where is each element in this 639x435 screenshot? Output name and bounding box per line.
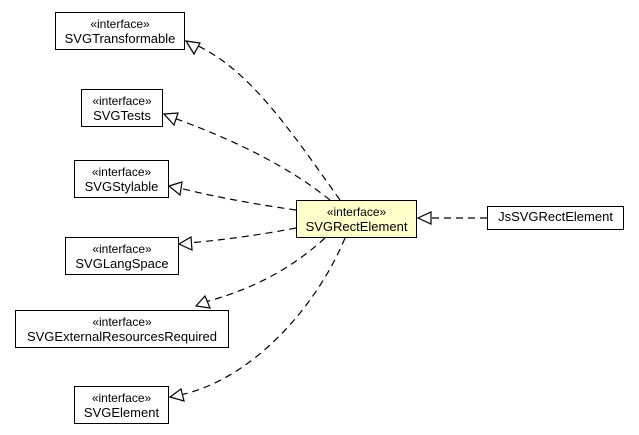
edge-rect-to-transformable <box>195 44 341 201</box>
edge-rect-to-element <box>179 237 346 396</box>
class-name: SVGLangSpace <box>75 256 169 271</box>
arrowhead-external <box>194 294 211 309</box>
stereotype-label: «interface» <box>326 205 387 219</box>
edge-rect-to-tests <box>173 117 331 201</box>
class-name: SVGRectElement <box>305 219 408 234</box>
arrowhead-langspace <box>177 235 193 251</box>
class-name: SVGTransformable <box>64 31 176 46</box>
node-js-svg-rect-element[interactable]: JsSVGRectElement <box>487 206 624 230</box>
node-svg-element[interactable]: «interface» SVGElement <box>74 386 169 424</box>
stereotype-label: «interface» <box>91 391 152 405</box>
arrowhead-element <box>168 387 185 402</box>
edge-rect-to-external <box>204 237 326 303</box>
edge-rect-to-langspace <box>188 227 297 244</box>
class-name: SVGElement <box>83 405 160 420</box>
stereotype-label: «interface» <box>90 17 150 31</box>
node-svg-lang-space[interactable]: «interface» SVGLangSpace <box>65 237 179 275</box>
node-svg-external-resources-required[interactable]: «interface» SVGExternalResourcesRequired <box>15 310 229 348</box>
class-name: JsSVGRectElement <box>498 209 613 224</box>
stereotype-label: «interface» <box>92 242 152 256</box>
arrowhead-stylable <box>167 181 183 197</box>
class-name: SVGTests <box>93 108 151 123</box>
node-svg-transformable[interactable]: «interface» SVGTransformable <box>55 12 185 50</box>
stereotype-label: «interface» <box>92 94 152 108</box>
stereotype-label: «interface» <box>91 165 152 179</box>
class-name: SVGStylable <box>84 179 159 194</box>
node-svg-stylable[interactable]: «interface» SVGStylable <box>74 160 169 198</box>
edge-rect-to-stylable <box>178 187 297 211</box>
node-svg-tests[interactable]: «interface» SVGTests <box>81 89 163 127</box>
arrowhead-rect <box>416 211 432 225</box>
class-name: SVGExternalResourcesRequired <box>26 329 218 344</box>
stereotype-label: «interface» <box>92 315 152 329</box>
node-svg-rect-element[interactable]: «interface» SVGRectElement <box>296 200 417 238</box>
arrowhead-transformable <box>184 40 201 56</box>
arrowhead-tests <box>162 112 179 127</box>
